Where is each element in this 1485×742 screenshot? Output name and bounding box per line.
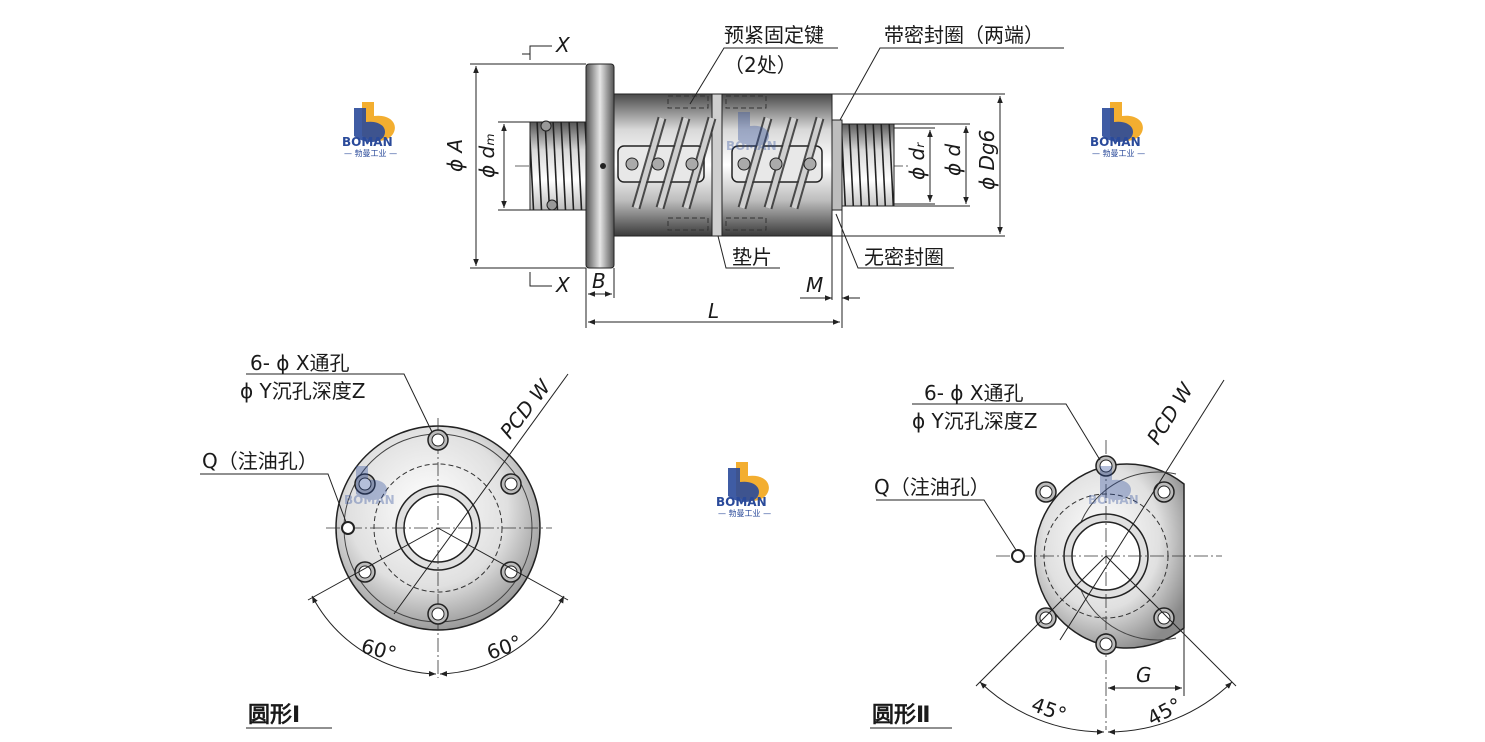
dim-M-label: M: [806, 273, 823, 297]
round-II-leader-oil: [876, 499, 1017, 551]
round-I-leader-holes: [246, 373, 433, 433]
round-II-bolt-holes: [1035, 455, 1175, 655]
round-I-angle-left: 60°: [359, 634, 399, 666]
dim-L-label: L: [708, 299, 719, 323]
svg-text:BOMAN: BOMAN: [1090, 135, 1141, 149]
round-I-oil-label: Q（注油孔）: [202, 449, 318, 473]
boman-logo-center: BOMAN — 勃曼工业 —: [716, 462, 771, 518]
round-II-leader-holes: [912, 403, 1101, 461]
dim-dr-label: ϕ dᵣ: [905, 142, 929, 180]
oil-hole-mark: [600, 163, 606, 169]
boman-logo-right: BOMAN — 勃曼工业 —: [1090, 102, 1145, 158]
round-II-holes-line1: 6- ϕ X通孔: [924, 381, 1024, 405]
svg-text:BOMAN: BOMAN: [716, 495, 767, 509]
svg-text:BOMAN: BOMAN: [342, 135, 393, 149]
boman-logo-faint-3: BOMAN: [1088, 466, 1139, 507]
side-view: 预紧固定键 （2处） 带密封圈（两端） 垫片 无密封圈 X X B L M ϕ …: [443, 23, 1064, 328]
svg-text:— 勃曼工业 —: — 勃曼工业 —: [344, 148, 397, 158]
section-mark-top: [522, 45, 552, 55]
round-II-pcd-label: PCD W: [1142, 378, 1199, 449]
round-II-angle-left: 45°: [1028, 692, 1070, 727]
boman-logo-faint-2: BOMAN: [344, 466, 395, 507]
round-I-leader-oil: [200, 473, 347, 523]
svg-text:BOMAN: BOMAN: [726, 139, 777, 153]
leader-shim: [717, 235, 780, 269]
no-seal-label: 无密封圈: [864, 245, 944, 269]
ball-return-tubes: [617, 116, 825, 210]
round-I-angle-right: 60°: [484, 630, 526, 665]
svg-text:— 勃曼工业 —: — 勃曼工业 —: [718, 508, 771, 518]
leader-no-seal: [835, 213, 954, 269]
svg-text:— 勃曼工业 —: — 勃曼工业 —: [1092, 148, 1145, 158]
section-mark-bottom: [529, 272, 552, 287]
preload-key-bottom: [667, 217, 709, 231]
round-I-title: 圆形Ⅰ: [248, 703, 300, 728]
round-II-oil-hole: [1011, 549, 1025, 563]
shim-plate: [711, 93, 723, 237]
screw-shaft-right: [841, 123, 895, 207]
round-I-holes-line2: ϕ Y沉孔深度Z: [240, 379, 365, 403]
round-I-oil-hole: [341, 521, 355, 535]
round-II-title: 圆形Ⅱ: [872, 703, 931, 728]
preload-key-count-label: （2处）: [724, 53, 797, 77]
dim-A-label: ϕ A: [443, 139, 467, 172]
round-II-G-label: G: [1136, 663, 1152, 687]
round-I-angle-arc-right: [439, 595, 565, 677]
shim-label: 垫片: [732, 245, 772, 269]
preload-key-bottom-2: [725, 217, 767, 231]
section-x-bottom-label: X: [555, 273, 571, 297]
leader-seal: [839, 47, 1064, 121]
screw-shaft-left: [529, 121, 587, 211]
round-II-view: 6- ϕ X通孔 ϕ Y沉孔深度Z Q（注油孔） PCD W G 45° 45°…: [870, 378, 1237, 735]
svg-text:BOMAN: BOMAN: [344, 493, 395, 507]
preload-key-top-2: [725, 95, 767, 109]
boman-logo-left: BOMAN — 勃曼工业 —: [342, 102, 397, 158]
dim-d-label: ϕ d: [941, 143, 965, 176]
round-I-angle-arc-left: [311, 595, 437, 677]
round-II-angle-arc-right: [1107, 681, 1233, 735]
round-II-angle-arc-left: [979, 681, 1105, 735]
leader-preload-key: [689, 47, 838, 105]
ball-left-top: [540, 120, 552, 132]
round-II-pcd-line: [1059, 379, 1225, 641]
boman-logo-faint-1: BOMAN: [726, 112, 777, 153]
round-I-pcd-line: [393, 373, 569, 615]
ball-left-bottom: [546, 199, 558, 211]
preload-key-label: 预紧固定键: [724, 23, 824, 47]
preload-key-top: [667, 95, 709, 109]
svg-text:BOMAN: BOMAN: [1088, 493, 1139, 507]
dim-B-label: B: [592, 269, 606, 293]
round-I-holes-line1: 6- ϕ X通孔: [250, 351, 350, 375]
round-II-angle-right: 45°: [1143, 693, 1186, 731]
seal-both-ends-label: 带密封圈（两端）: [884, 23, 1044, 47]
section-x-top-label: X: [555, 33, 571, 57]
round-I-view: 6- ϕ X通孔 ϕ Y沉孔深度Z Q（注油孔） PCD W 60° 60° 圆…: [200, 351, 569, 729]
round-II-oil-label: Q（注油孔）: [874, 475, 990, 499]
seal-right: [831, 119, 843, 211]
dim-Dg6-label: ϕ Dg6: [975, 130, 999, 190]
round-II-holes-line2: ϕ Y沉孔深度Z: [912, 409, 1037, 433]
dim-dm-label: ϕ dₘ: [475, 133, 499, 178]
